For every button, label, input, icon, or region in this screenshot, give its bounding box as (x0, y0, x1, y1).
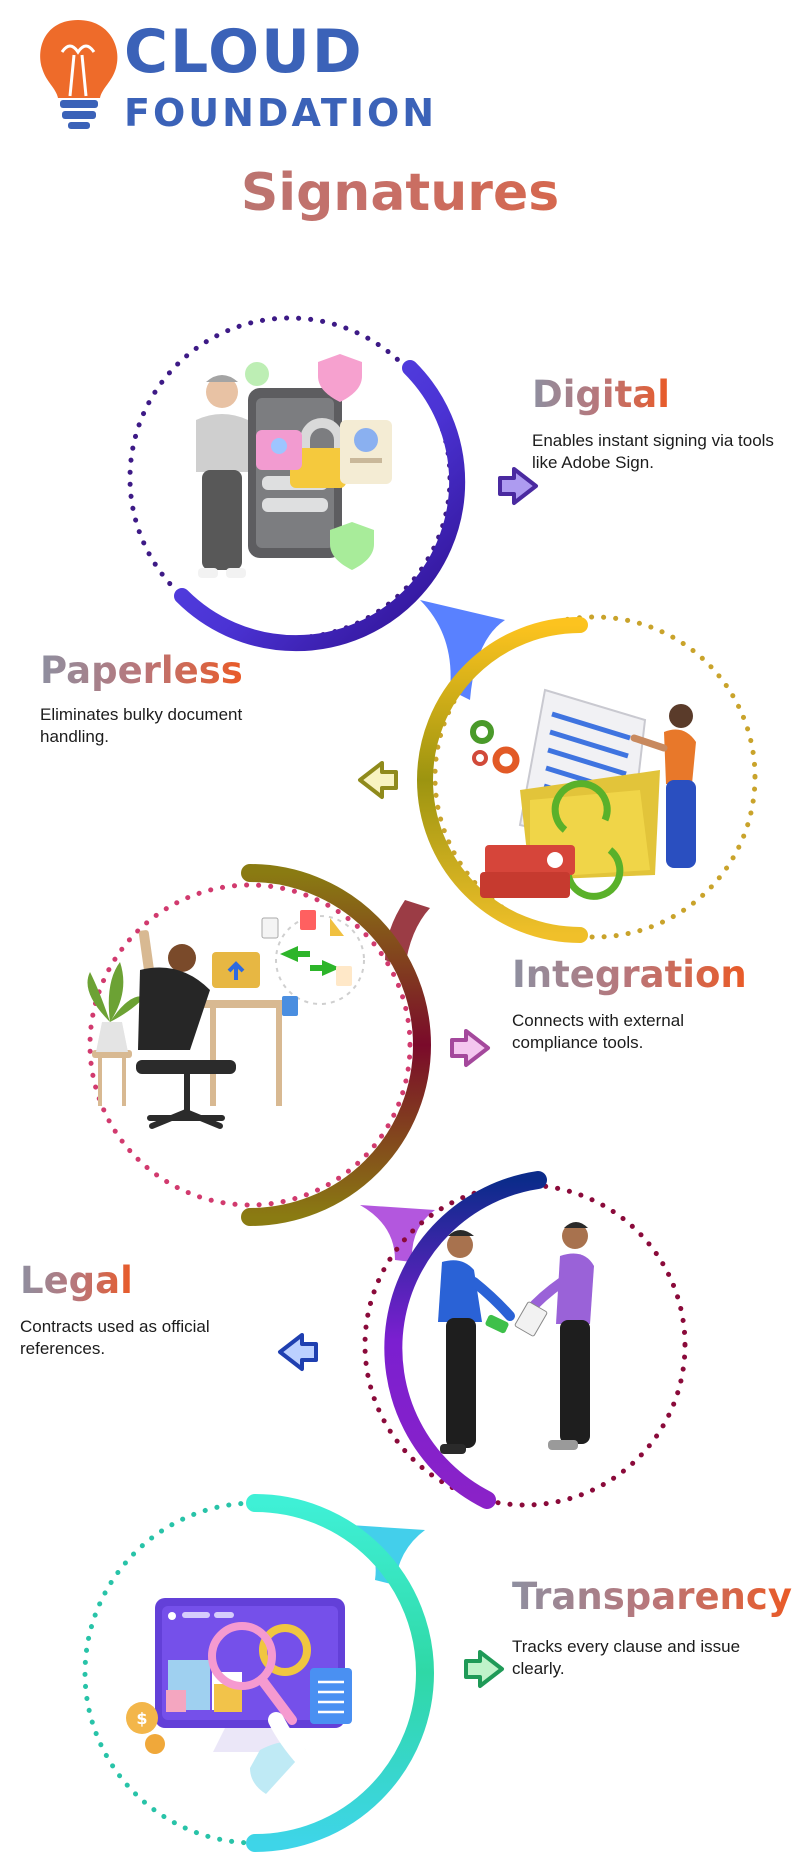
desk-worker-files-icon (87, 910, 365, 1129)
legal-ring (362, 1171, 688, 1509)
digital-arrow-icon (498, 467, 538, 505)
paperless-description: Eliminates bulky document handling. (40, 705, 243, 746)
connector-1 (420, 600, 505, 700)
paperless-arrow-icon (358, 761, 398, 799)
legal-arrow-icon (278, 1333, 318, 1371)
dashboard-magnifier-icon: $ (126, 1598, 352, 1794)
transparency-arrow-icon (464, 1650, 504, 1688)
paperless-ring (417, 614, 758, 943)
lightbulb-logo-icon (40, 20, 118, 129)
handshake-contract-icon (438, 1222, 594, 1454)
digital-description: Enables instant signing via tools like A… (532, 431, 774, 472)
logo-line-1: CLOUD (124, 17, 364, 87)
digital-heading: Digital (532, 373, 670, 416)
page-title: Signatures (0, 164, 800, 222)
transparency-ring (82, 1494, 434, 1852)
digital-ring (127, 315, 466, 652)
legal-heading: Legal (20, 1259, 133, 1302)
paperless-heading: Paperless (40, 649, 243, 692)
integration-arrow-icon (450, 1029, 490, 1067)
logo-line-2: FOUNDATION (124, 91, 438, 135)
svg-text:$: $ (136, 1709, 147, 1728)
transparency-description: Tracks every clause and issue clearly. (512, 1637, 741, 1678)
document-folder-icon (470, 688, 696, 900)
person-phone-lock-icon (196, 354, 392, 578)
integration-description: Connects with external compliance tools. (512, 1011, 684, 1052)
transparency-heading: Transparency (512, 1575, 792, 1618)
connector-3 (360, 1205, 435, 1262)
legal-description: Contracts used as official references. (20, 1317, 210, 1358)
integration-heading: Integration (512, 953, 747, 996)
integration-ring (87, 864, 431, 1226)
